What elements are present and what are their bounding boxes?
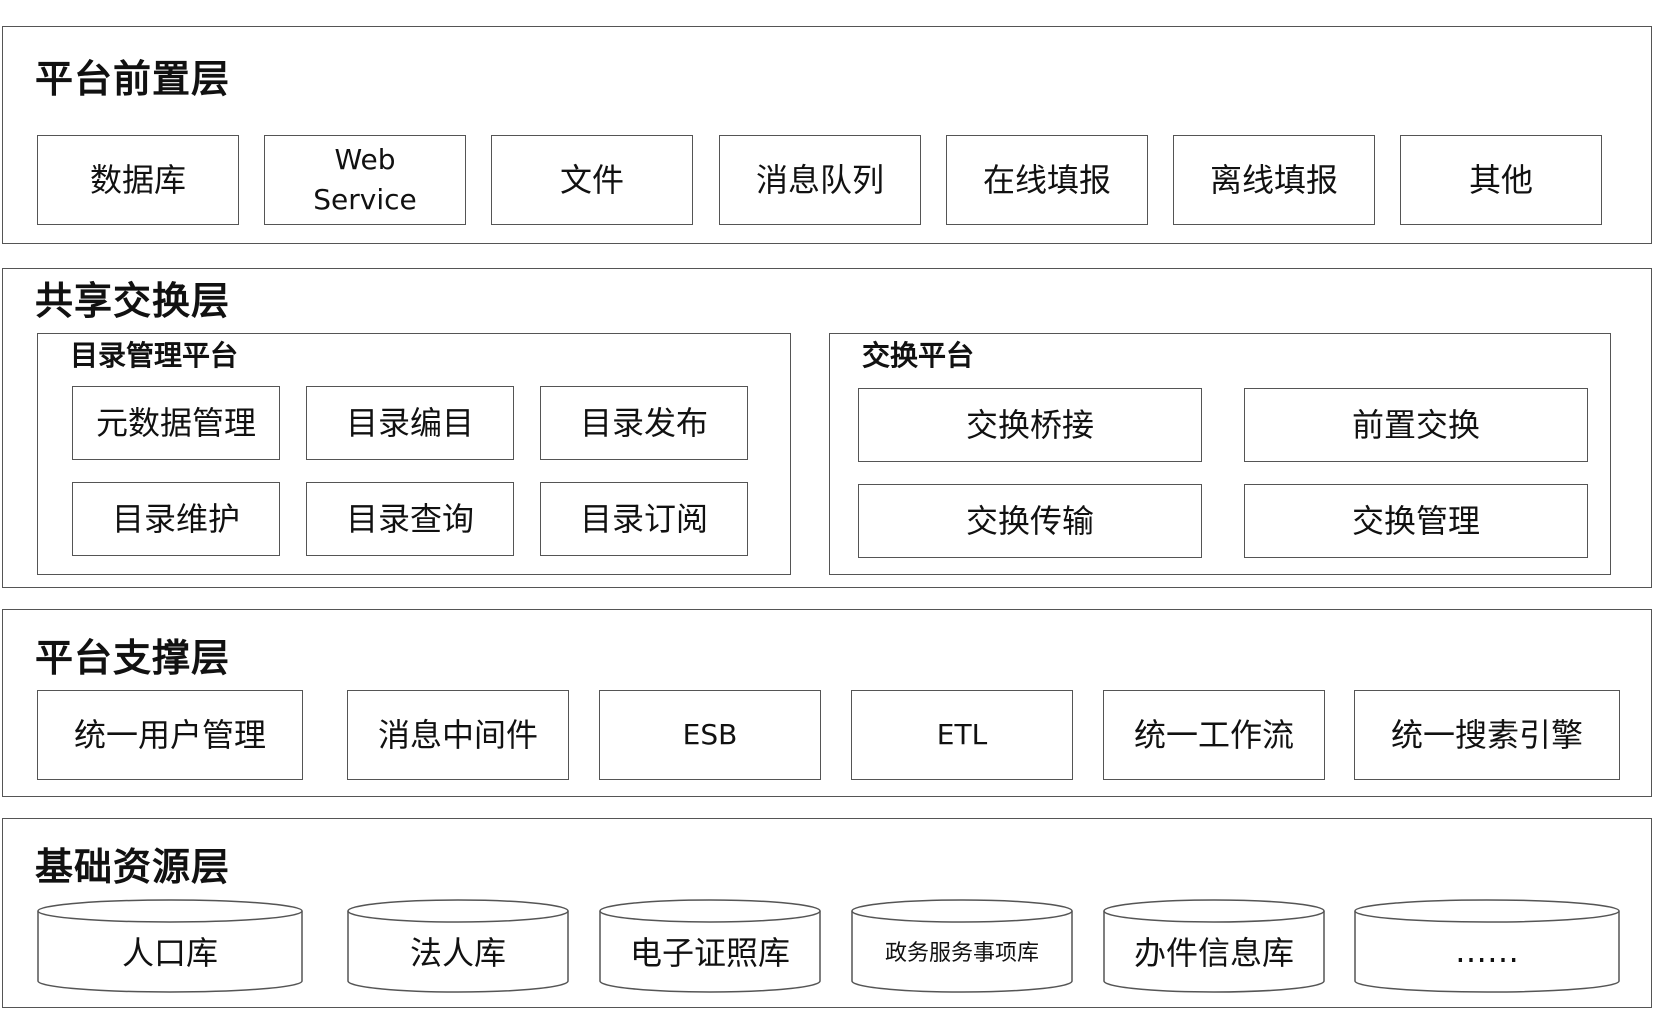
front-item-message-queue: 消息队列: [719, 135, 921, 225]
front-layer-title: 平台前置层: [35, 57, 231, 101]
front-item-database: 数据库: [37, 135, 239, 225]
support-item-workflow: 统一工作流: [1103, 690, 1325, 780]
database-cylinder-icon: [851, 899, 1073, 993]
catalog-panel-title: 目录管理平台: [70, 339, 239, 372]
front-layer: 平台前置层 数据库 Web Service 文件 消息队列 在线填报 离线填报 …: [2, 26, 1652, 244]
catalog-item-publish: 目录发布: [540, 386, 748, 460]
exchange-item-front: 前置交换: [1244, 388, 1588, 462]
front-item-web-service: Web Service: [264, 135, 466, 225]
resource-item-service-matters-db: 政务服务事项库: [851, 899, 1073, 993]
support-layer: 平台支撑层 统一用户管理 消息中间件 ESB ETL 统一工作流 统一搜素引擎: [2, 609, 1652, 797]
catalog-panel: 目录管理平台 元数据管理 目录编目 目录发布 目录维护 目录查询 目录订阅: [37, 333, 791, 575]
front-item-file: 文件: [491, 135, 693, 225]
exchange-layer-title: 共享交换层: [35, 279, 231, 323]
exchange-layer: 共享交换层 目录管理平台 元数据管理 目录编目 目录发布 目录维护 目录查询 目…: [2, 268, 1652, 588]
resource-item-more: ……: [1354, 899, 1620, 993]
resource-layer: 基础资源层 人口库 法人库 电子证照库 政务服务事项库: [2, 818, 1652, 1008]
resource-label: ……: [1455, 932, 1519, 970]
resource-item-license-db: 电子证照库: [599, 899, 821, 993]
database-cylinder-icon: [347, 899, 569, 993]
resource-item-case-info-db: 办件信息库: [1103, 899, 1325, 993]
database-cylinder-icon: [1354, 899, 1620, 993]
catalog-item-query: 目录查询: [306, 482, 514, 556]
front-item-offline-fill: 离线填报: [1173, 135, 1375, 225]
front-item-other: 其他: [1400, 135, 1602, 225]
support-item-search-engine: 统一搜素引擎: [1354, 690, 1620, 780]
front-item-online-fill: 在线填报: [946, 135, 1148, 225]
database-cylinder-icon: [37, 899, 303, 993]
catalog-item-metadata: 元数据管理: [72, 386, 280, 460]
resource-label: 人口库: [121, 934, 218, 972]
resource-label: 法人库: [409, 934, 506, 972]
exchange-platform-panel: 交换平台 交换桥接 前置交换 交换传输 交换管理: [829, 333, 1611, 575]
support-item-user-management: 统一用户管理: [37, 690, 303, 780]
database-cylinder-icon: [1103, 899, 1325, 993]
resource-item-legal-person-db: 法人库: [347, 899, 569, 993]
catalog-item-cataloging: 目录编目: [306, 386, 514, 460]
support-item-esb: ESB: [599, 690, 821, 780]
support-item-etl: ETL: [851, 690, 1073, 780]
support-layer-title: 平台支撑层: [35, 636, 231, 680]
resource-item-population-db: 人口库: [37, 899, 303, 993]
exchange-item-manage: 交换管理: [1244, 484, 1588, 558]
catalog-item-subscribe: 目录订阅: [540, 482, 748, 556]
resource-label: 办件信息库: [1133, 934, 1294, 972]
catalog-item-maintain: 目录维护: [72, 482, 280, 556]
resource-layer-title: 基础资源层: [35, 845, 231, 889]
resource-label: 电子证照库: [629, 934, 790, 972]
database-cylinder-icon: [599, 899, 821, 993]
exchange-item-transfer: 交换传输: [858, 484, 1202, 558]
support-item-middleware: 消息中间件: [347, 690, 569, 780]
resource-label: 政务服务事项库: [884, 941, 1039, 966]
exchange-platform-title: 交换平台: [862, 339, 975, 372]
exchange-item-bridge: 交换桥接: [858, 388, 1202, 462]
